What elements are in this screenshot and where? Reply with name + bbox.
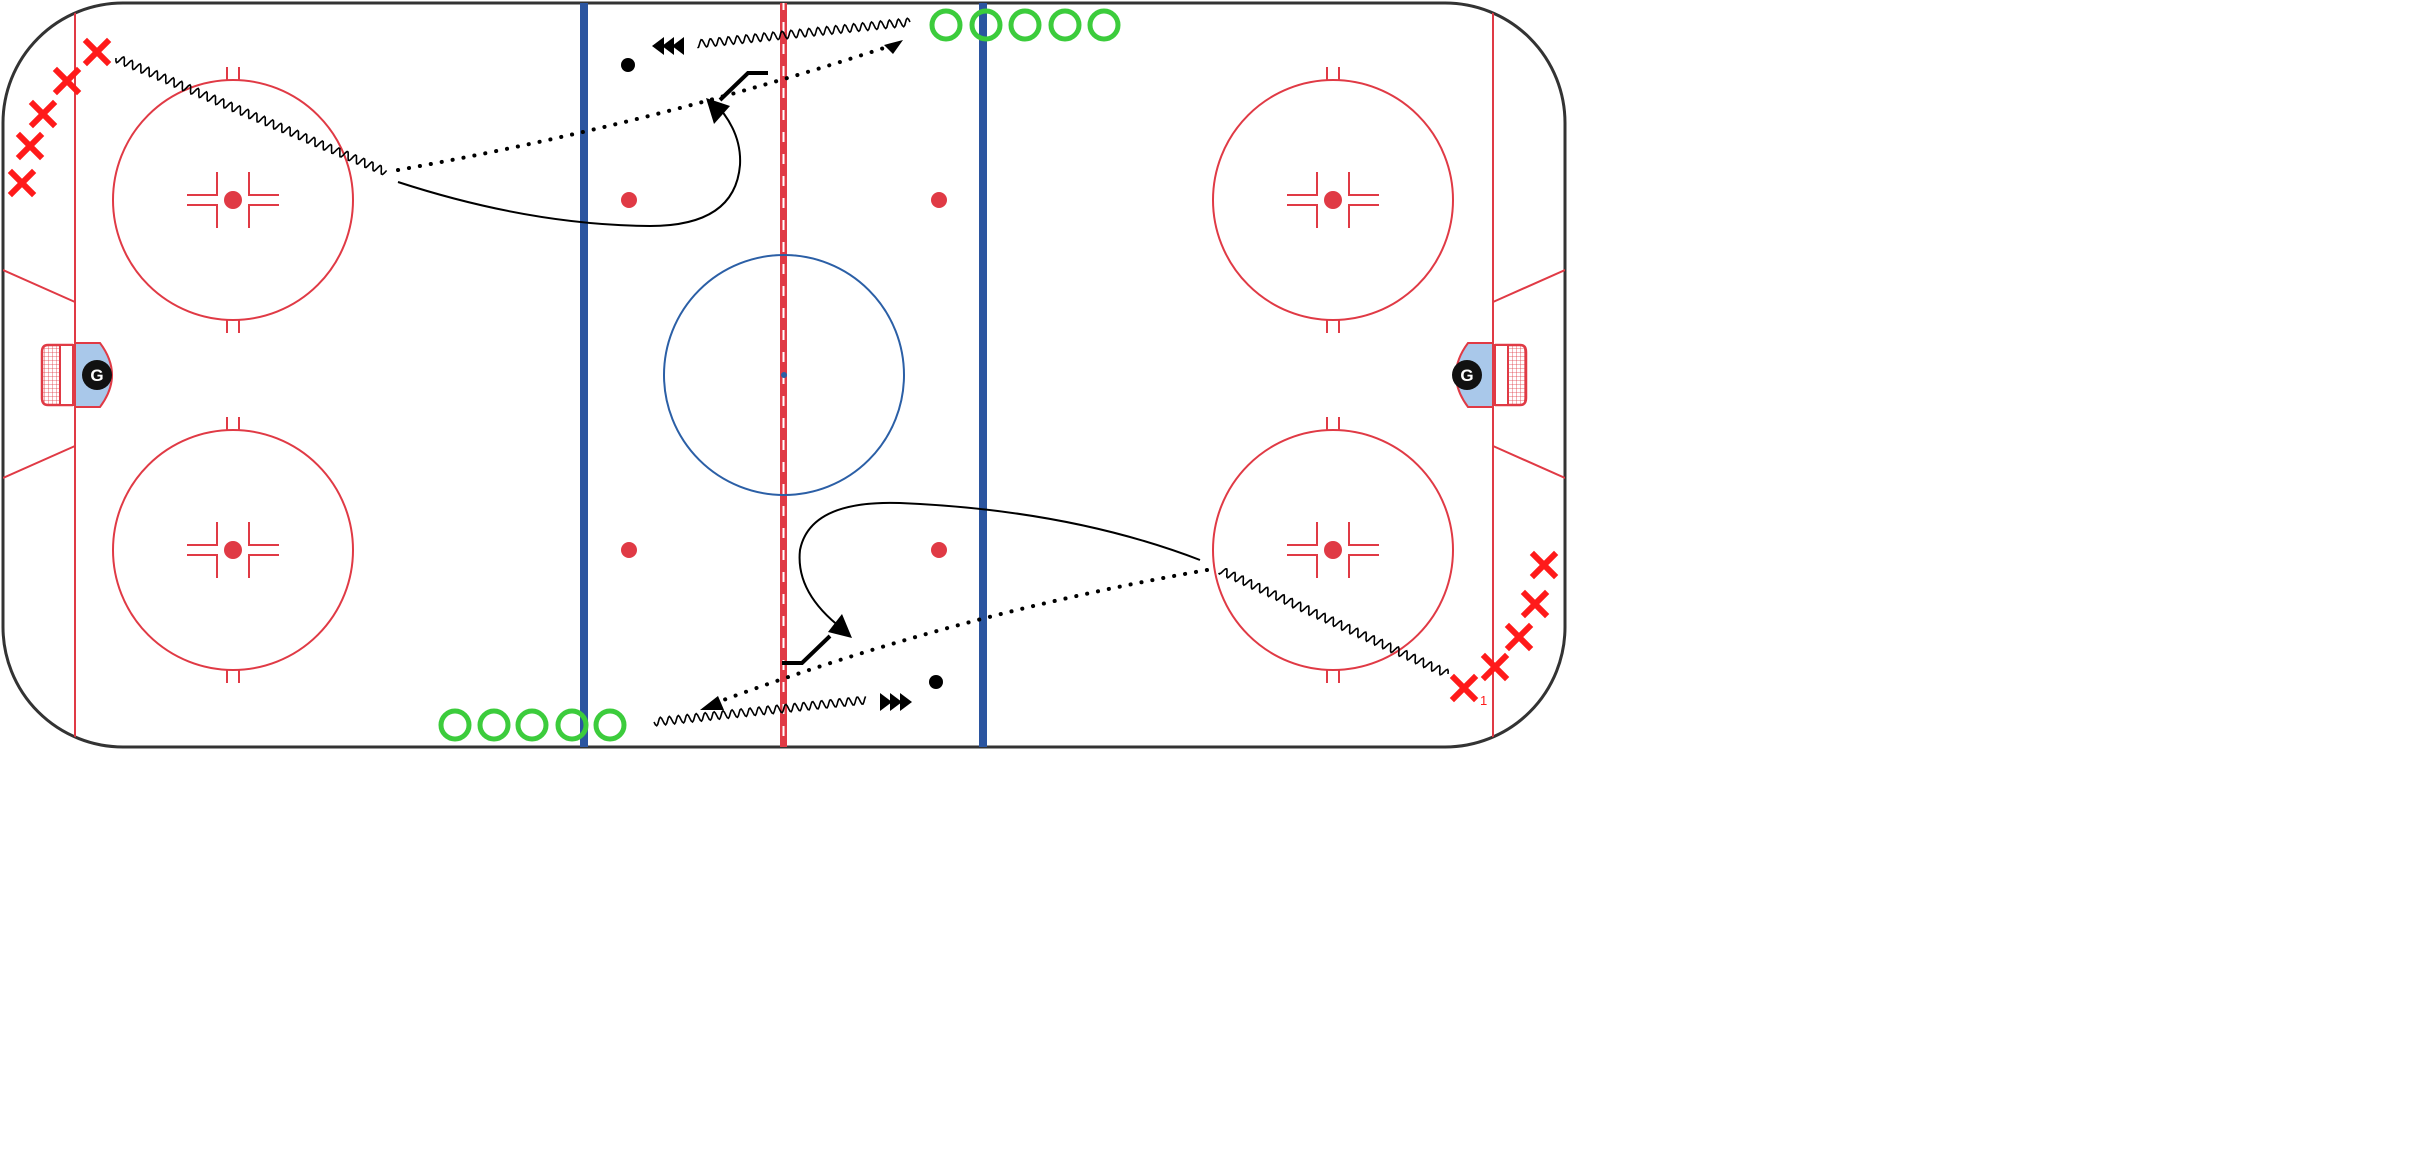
right-x-number: 1 bbox=[1480, 693, 1487, 708]
neutral-dot-bottom-left bbox=[621, 542, 637, 558]
players-x-left bbox=[7, 37, 112, 198]
skate-path-bottom-right bbox=[1217, 567, 1450, 676]
x-player-left-1 bbox=[82, 37, 112, 67]
carry-arrow-bottom bbox=[828, 614, 852, 638]
right-blue-line bbox=[979, 3, 987, 747]
faceoff-circle-bottom-left bbox=[112, 417, 354, 683]
o-player-top-4 bbox=[1048, 8, 1082, 42]
o-player-bottom-1 bbox=[438, 708, 472, 742]
pass-path-top bbox=[396, 43, 895, 172]
chevron-marker-top bbox=[652, 37, 684, 55]
players-o-bottom bbox=[438, 708, 627, 742]
faceoff-dot-top-right bbox=[1324, 191, 1342, 209]
left-trapezoid-bottom bbox=[3, 445, 76, 479]
o-player-top-1 bbox=[929, 8, 963, 42]
left-goal: G bbox=[40, 342, 113, 408]
rink-svg: G G bbox=[1, 1, 1567, 749]
neutral-dot-bottom-right bbox=[931, 542, 947, 558]
drill-paths bbox=[115, 17, 1450, 727]
o-player-bottom-5 bbox=[593, 708, 627, 742]
right-goalie-marker bbox=[1452, 360, 1482, 390]
x-player-right-2 bbox=[1520, 589, 1550, 619]
puck-bottom bbox=[929, 675, 943, 689]
carry-path-top bbox=[397, 99, 742, 228]
right-goal: G bbox=[1452, 342, 1528, 408]
o-player-bottom-3 bbox=[515, 708, 549, 742]
x-player-right-5 bbox=[1449, 673, 1479, 703]
o-player-top-5 bbox=[1087, 8, 1121, 42]
skate-path-bottom-mid bbox=[653, 696, 867, 727]
puck-top bbox=[621, 58, 635, 72]
pass-path-bottom bbox=[708, 568, 1209, 707]
chevron-marker-bottom bbox=[880, 693, 912, 711]
pass-arrow-bottom bbox=[700, 696, 724, 710]
x-player-right-4 bbox=[1480, 652, 1510, 682]
right-trapezoid-top bbox=[1492, 269, 1565, 303]
players-o-top bbox=[929, 8, 1121, 42]
right-goalie-label: G bbox=[1460, 366, 1473, 385]
hockey-rink-diagram: G G bbox=[0, 0, 1568, 750]
faceoff-dot-bottom-right bbox=[1324, 541, 1342, 559]
players-x-right bbox=[1449, 550, 1559, 703]
right-trapezoid-bottom bbox=[1492, 445, 1565, 479]
left-goalie-marker bbox=[82, 360, 112, 390]
x-player-right-1 bbox=[1529, 550, 1559, 580]
x-player-left-5 bbox=[7, 168, 37, 198]
faceoff-circle-top-left bbox=[112, 67, 354, 333]
neutral-dot-top-right bbox=[931, 192, 947, 208]
o-player-bottom-4 bbox=[555, 708, 589, 742]
stop-symbol-bottom bbox=[782, 634, 832, 665]
carry-arrow-top bbox=[706, 98, 730, 124]
center-faceoff-dot bbox=[781, 372, 787, 378]
pass-arrow-top bbox=[884, 40, 903, 54]
skate-path-top-mid bbox=[697, 17, 911, 49]
center-circle bbox=[663, 254, 905, 496]
faceoff-circle-bottom-right bbox=[1212, 417, 1454, 683]
path-arrows bbox=[700, 40, 903, 710]
stop-symbol-top bbox=[718, 71, 768, 102]
x-player-left-3 bbox=[28, 99, 58, 129]
o-player-top-3 bbox=[1008, 8, 1042, 42]
left-trapezoid-top bbox=[3, 269, 76, 303]
skate-path-top-left bbox=[115, 55, 388, 176]
x-player-left-2 bbox=[52, 66, 82, 96]
faceoff-circle-top-right bbox=[1212, 67, 1454, 333]
x-player-right-3 bbox=[1504, 622, 1534, 652]
carry-path-bottom bbox=[798, 501, 1201, 634]
x-player-left-4 bbox=[15, 131, 45, 161]
faceoff-dot-top-left bbox=[224, 191, 242, 209]
left-blue-line bbox=[580, 3, 588, 747]
faceoff-circles bbox=[112, 67, 1454, 683]
left-goalie-label: G bbox=[90, 366, 103, 385]
o-player-top-2 bbox=[969, 8, 1003, 42]
neutral-dot-top-left bbox=[621, 192, 637, 208]
o-player-bottom-2 bbox=[477, 708, 511, 742]
faceoff-dot-bottom-left bbox=[224, 541, 242, 559]
